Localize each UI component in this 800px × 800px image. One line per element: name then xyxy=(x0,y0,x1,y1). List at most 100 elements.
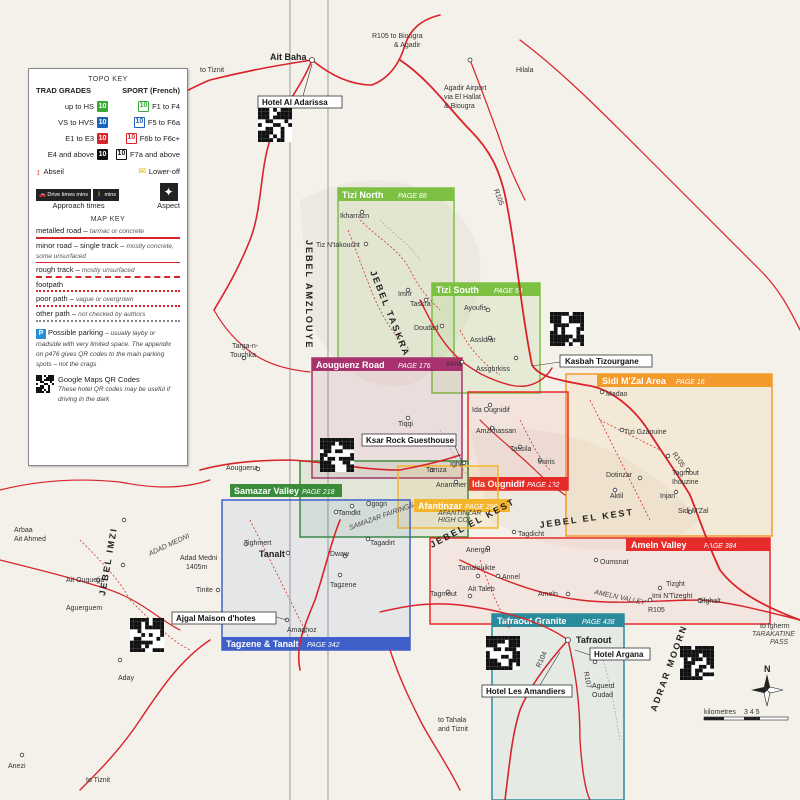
label-tiz-ntakoucht: Tiz N'takoucht xyxy=(316,242,360,249)
compass-icon: N xyxy=(751,664,784,707)
label-aguerd-2: Oudad xyxy=(592,692,613,699)
road-r107 xyxy=(567,639,591,800)
line-legend-note: vague or overgrown xyxy=(76,296,134,303)
line-legend-note: tarmac or concrete xyxy=(89,228,144,235)
label-ighir: Ighir xyxy=(450,461,464,468)
relief-shading xyxy=(300,180,700,550)
lower-off-icon: ✉ xyxy=(138,166,146,176)
line-legend-swatch xyxy=(36,276,180,278)
line-legend-item: footpath xyxy=(36,280,180,292)
map-key-panel: TOPO KEY TRAD GRADES SPORT (French) up t… xyxy=(28,68,188,466)
line-legend-swatch xyxy=(36,320,180,322)
walk-icon: 🚶 mins xyxy=(93,189,120,201)
label-tighhalt: Tifghalt xyxy=(698,598,721,605)
label-imrir: Imrir xyxy=(398,291,413,298)
area-tizi-north[interactable]: Tizi North PAGE 88 xyxy=(337,187,455,367)
label-ogogn: Ogogn xyxy=(366,501,387,508)
label-assldrar: Assldrar xyxy=(470,337,496,344)
trad-grade-chip: 10 xyxy=(97,116,108,128)
label-tamalouikte: Tamalouikte xyxy=(458,565,495,572)
abseil-icon: ↕ xyxy=(36,166,41,177)
line-legend-label: rough track xyxy=(36,265,74,274)
label-ait-baha: Ait Baha xyxy=(270,52,308,62)
label-amzkhassan: Amzkhassan xyxy=(476,428,516,435)
line-legend-label: minor road – single track xyxy=(36,241,119,250)
label-to-tiznit-top: to Tiznit xyxy=(200,67,224,74)
line-legend-swatch xyxy=(36,290,180,292)
label-to-tiznit-bottom: to Tiznit xyxy=(86,777,110,784)
hotel-qr-code xyxy=(130,618,164,652)
compass-n: N xyxy=(764,664,771,674)
area-sidi-mzal-title: Sidi M'Zal Area xyxy=(602,376,667,386)
drive-times-icon: 🚗 Drive times mins xyxy=(36,189,92,201)
label-tagmout-2: Tagmout xyxy=(430,591,457,598)
lower-off-item: ✉ Lower-off xyxy=(138,166,180,176)
label-dotinzar: Dotinzar xyxy=(606,472,633,479)
sport-grade-label: F5 to F6a xyxy=(147,117,180,127)
area-tagzene-tanalt[interactable]: Tagzene & Tanalt PAGE 342 xyxy=(221,499,411,651)
label-to-tahala-2: and Tiznit xyxy=(438,726,468,733)
sport-grade-label: F6b to F6c+ xyxy=(139,133,180,143)
place-dots xyxy=(19,57,703,758)
callout-ajgal[interactable]: Ajgal Maison d'hotes xyxy=(171,611,288,625)
road-tafraout-west xyxy=(379,603,569,641)
road-tizi xyxy=(419,299,553,387)
label-oumsnat: Oumsnat xyxy=(600,559,628,566)
callout-hotel-argana[interactable]: Hotel Argana xyxy=(574,647,651,661)
area-aouguenz-road[interactable]: Aouguenz Road PAGE 176 xyxy=(311,357,463,479)
label-tagdicht: Tagdicht xyxy=(518,531,544,538)
label-sidi-mzal: Sidi M'Zal xyxy=(678,508,709,515)
label-imiris: Imiris xyxy=(538,459,555,466)
label-ihouzine: Ihouzine xyxy=(672,479,699,486)
label-targa-2: Touchka xyxy=(230,352,256,359)
callout-kasbah[interactable]: Kasbah Tizourgane xyxy=(531,354,653,368)
road-targa xyxy=(213,309,311,373)
scale-label: kilometres xyxy=(704,709,736,716)
label-tarakatine-1: TARAKATINE xyxy=(752,631,795,638)
callout-hotel-adarissa[interactable]: Hotel Al Adarissa xyxy=(257,63,343,109)
trad-grade-label: VS to HVS xyxy=(58,117,94,127)
hotel-qr-code xyxy=(680,646,714,680)
label-adad-medni-h: 1405m xyxy=(186,564,208,571)
label-r105-c: R105 xyxy=(648,607,665,614)
line-legend-label: footpath xyxy=(36,280,64,289)
line-legend-swatch xyxy=(36,305,180,307)
label-ayoufis: Ayoufis xyxy=(464,305,487,312)
svg-text:Hotel Al Adarissa: Hotel Al Adarissa xyxy=(262,98,328,107)
road-tiznit-south xyxy=(79,639,211,791)
hotel-qr-code xyxy=(320,438,354,472)
callout-ksar-rock[interactable]: Ksar Rock Guesthouse xyxy=(361,433,463,463)
line-legend-swatch xyxy=(36,237,180,239)
area-afantinzar[interactable]: Afantinzar PAGE 298 xyxy=(397,465,510,529)
label-to-tahala-1: to Tahala xyxy=(438,717,466,724)
area-tizi-south-page: PAGE 54 xyxy=(494,288,523,295)
topo-key-title: TOPO KEY xyxy=(88,76,128,83)
label-ait-taleb: Ait Taleb xyxy=(468,586,495,593)
callout-hotel-amandiers[interactable]: Hotel Les Amandiers xyxy=(481,651,573,698)
road-tanalt-south xyxy=(297,519,341,671)
line-legend-item: rough track – mostly unsurfaced xyxy=(36,265,180,278)
svg-text:Ksar Rock Guesthouse: Ksar Rock Guesthouse xyxy=(366,436,455,445)
svg-text:Hotel Argana: Hotel Argana xyxy=(594,650,644,659)
line-legend-item: poor path – vague or overgrown xyxy=(36,294,180,307)
area-tagzene-tanalt-page: PAGE 342 xyxy=(307,642,340,649)
area-afantinzar-page: PAGE 298 xyxy=(465,504,498,511)
area-sidi-mzal-page: PAGE 16 xyxy=(676,379,705,386)
label-tafraout: Tafraout xyxy=(576,635,611,645)
road-r104 xyxy=(504,639,569,800)
line-legend-label: metalled road xyxy=(36,226,82,235)
approach-times-item: 🚗 Drive times mins🚶 mins Approach times xyxy=(36,189,121,210)
area-ida-ougnidif-page: PAGE 132 xyxy=(527,482,560,489)
area-ameln-valley-page: PAGE 384 xyxy=(704,543,737,550)
label-hilala: Hilala xyxy=(516,67,534,74)
label-afantinzar-1: AFANTINZAR xyxy=(437,510,481,517)
sport-grades-heading: SPORT (French) xyxy=(122,86,180,95)
line-legend-item: minor road – single track – mostly concr… xyxy=(36,241,180,263)
parking-icon: P xyxy=(36,329,46,339)
label-doudad: Doudad xyxy=(414,325,439,332)
label-ait-ouguejja: Ait Ouguejja xyxy=(66,577,104,584)
